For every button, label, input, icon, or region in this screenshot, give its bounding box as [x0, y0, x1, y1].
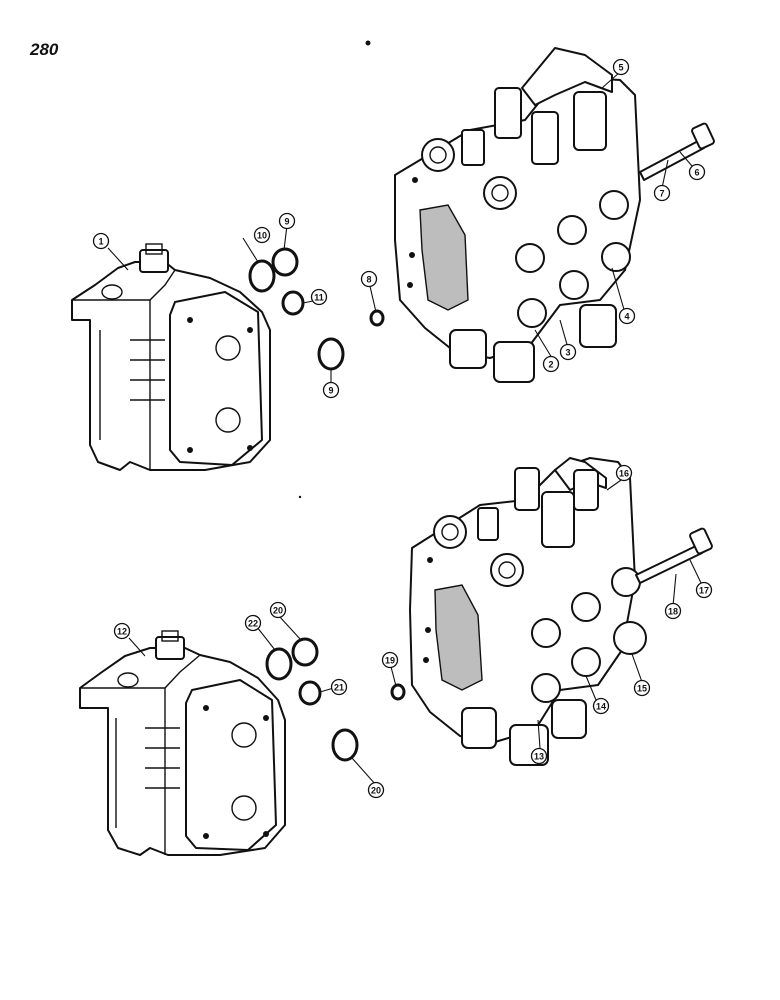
inlet-housing-top — [71, 243, 271, 471]
callout-circle — [381, 651, 399, 669]
callout-label: 3 — [565, 348, 570, 358]
callout-label: 5 — [618, 63, 623, 73]
callout-circle — [253, 226, 271, 244]
callout-circle — [688, 163, 706, 181]
callout-label: 16 — [619, 469, 629, 479]
callout-17: 17 — [695, 581, 713, 599]
callout-label: 17 — [699, 586, 709, 596]
callout-5: 5 — [612, 58, 630, 76]
callout-15: 15 — [633, 679, 651, 697]
callout-11: 11 — [310, 288, 328, 306]
callout-label: 15 — [637, 684, 647, 694]
callout-label: 2 — [548, 360, 553, 370]
callout-circle — [530, 747, 548, 765]
callout-circle — [360, 270, 378, 288]
callout-circle — [615, 464, 633, 482]
callout-label: 9 — [284, 217, 289, 227]
stray-mark — [365, 40, 371, 46]
control-valve-body-bottom — [409, 457, 713, 766]
callout-label: 1 — [98, 237, 103, 247]
callout-9: 9 — [278, 212, 296, 230]
callout-14: 14 — [592, 697, 610, 715]
callout-12: 12 — [113, 622, 131, 640]
callout-10: 10 — [253, 226, 271, 244]
callout-label: 22 — [248, 619, 258, 629]
callout-label: 19 — [385, 656, 395, 666]
callout-circle — [592, 697, 610, 715]
callout-label: 7 — [659, 189, 664, 199]
callout-circle — [664, 602, 682, 620]
callout-22: 22 — [244, 614, 262, 632]
callout-20: 20 — [367, 781, 385, 799]
callout-2: 2 — [542, 355, 560, 373]
callout-circle — [244, 614, 262, 632]
callout-circle — [92, 232, 110, 250]
callout-label: 20 — [371, 786, 381, 796]
callout-circle — [113, 622, 131, 640]
callout-circle — [542, 355, 560, 373]
page-number: 280 — [30, 40, 59, 59]
callout-circle — [330, 678, 348, 696]
callout-label: 11 — [314, 293, 324, 303]
callout-circle — [322, 381, 340, 399]
callout-3: 3 — [559, 343, 577, 361]
inlet-housing-bottom — [79, 630, 286, 856]
callout-19: 19 — [381, 651, 399, 669]
callout-label: 4 — [624, 312, 629, 322]
o-rings-bottom — [265, 637, 406, 762]
callout-circle — [612, 58, 630, 76]
callout-label: 9 — [328, 386, 333, 396]
callout-circle — [269, 601, 287, 619]
callout-label: 20 — [273, 606, 283, 616]
callout-circle — [278, 212, 296, 230]
callout-label: 13 — [534, 752, 544, 762]
control-valve-body-top — [394, 47, 715, 383]
callout-9: 9 — [322, 381, 340, 399]
callout-6: 6 — [688, 163, 706, 181]
callout-label: 8 — [366, 275, 371, 285]
callout-16: 16 — [615, 464, 633, 482]
callout-label: 10 — [257, 231, 267, 241]
callout-circle — [633, 679, 651, 697]
stray-mark — [298, 495, 302, 499]
leader-lines — [107, 71, 703, 786]
callout-label: 18 — [668, 607, 678, 617]
callout-circle — [618, 307, 636, 325]
callout-label: 14 — [596, 702, 606, 712]
callout-circle — [695, 581, 713, 599]
callout-1: 1 — [92, 232, 110, 250]
callout-label: 12 — [117, 627, 127, 637]
callout-21: 21 — [330, 678, 348, 696]
callout-circle — [310, 288, 328, 306]
callout-20: 20 — [269, 601, 287, 619]
callout-circle — [559, 343, 577, 361]
callout-8: 8 — [360, 270, 378, 288]
callout-7: 7 — [653, 184, 671, 202]
callout-circle — [367, 781, 385, 799]
callout-4: 4 — [618, 307, 636, 325]
callout-13: 13 — [530, 747, 548, 765]
callout-18: 18 — [664, 602, 682, 620]
callout-circle — [653, 184, 671, 202]
callout-label: 21 — [334, 683, 344, 693]
callout-label: 6 — [694, 168, 699, 178]
